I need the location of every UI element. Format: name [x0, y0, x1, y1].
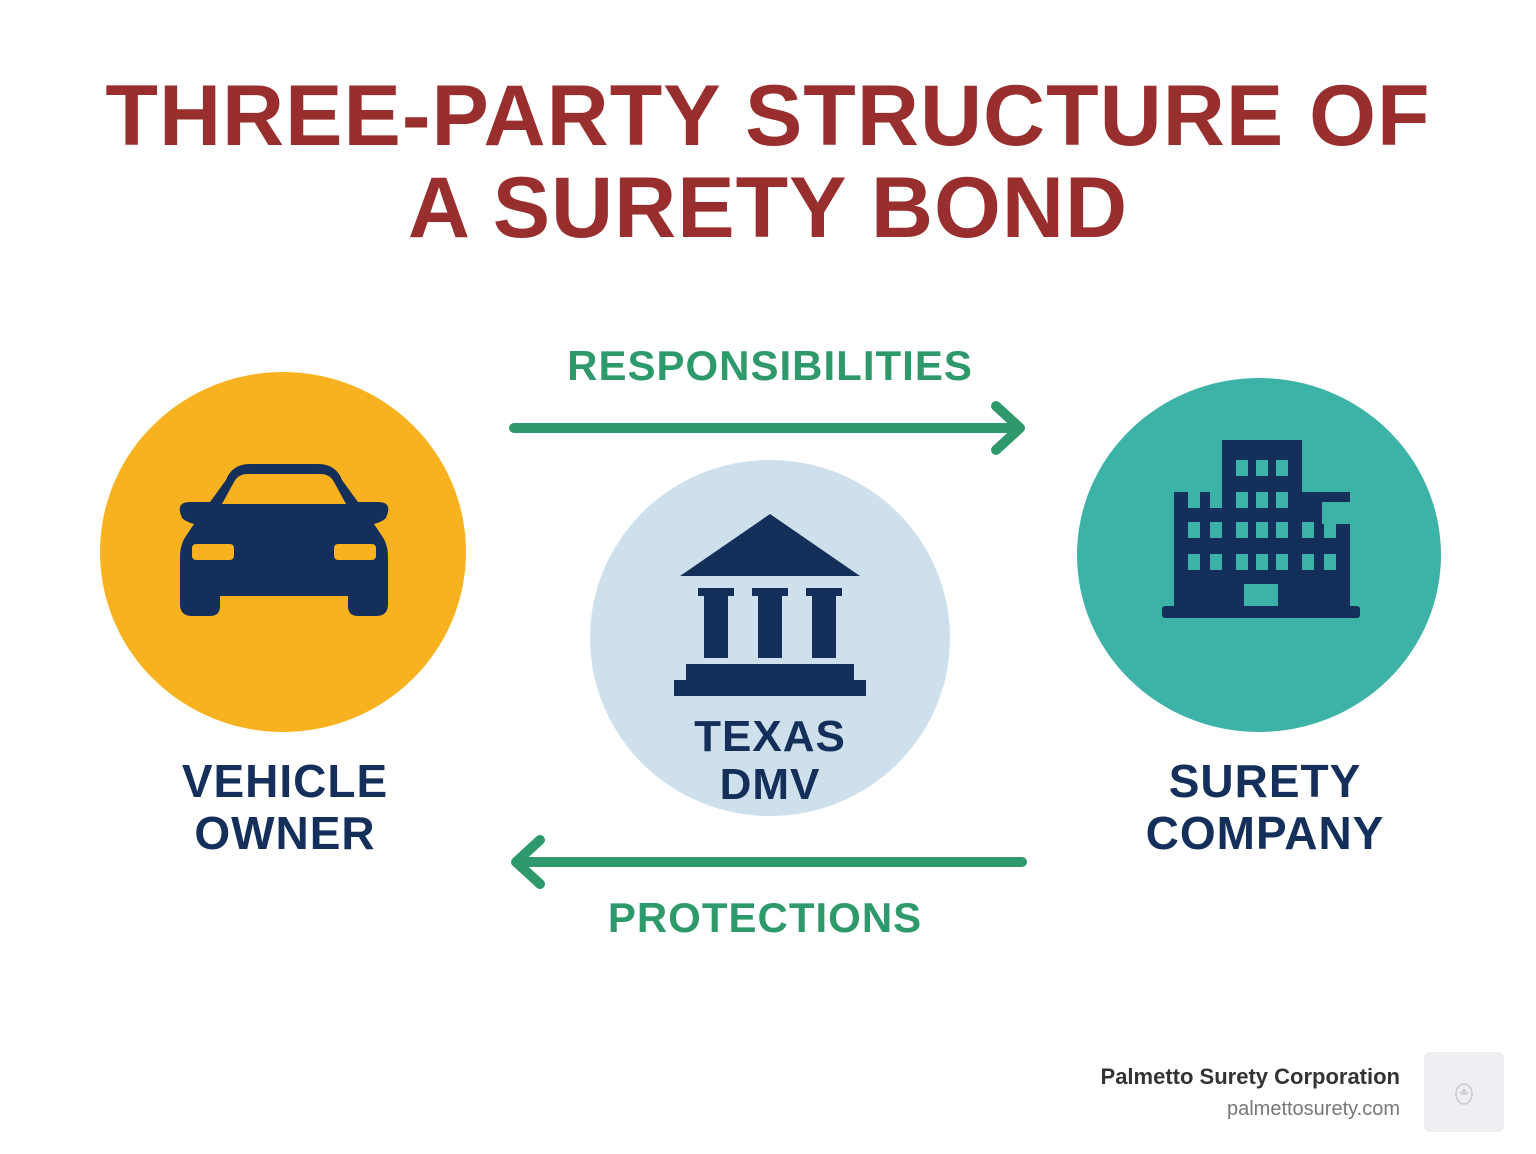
texas-dmv-label: TEXAS DMV: [640, 713, 900, 809]
texas-dmv-line-1: TEXAS: [694, 712, 846, 761]
company-url[interactable]: palmettosurety.com: [1226, 1098, 1400, 1120]
car-icon: [179, 464, 389, 616]
surety-company-label: SURETY COMPANY: [1100, 755, 1430, 859]
responsibilities-label: RESPONSIBILITIES: [567, 342, 973, 389]
government-building-icon: [674, 514, 866, 696]
protections-label: PROTECTIONS: [607, 894, 923, 941]
arrow-right-icon: [509, 401, 1025, 455]
vehicle-owner-label: VEHICLE OWNER: [120, 755, 450, 859]
vehicle-owner-line-2: OWNER: [194, 807, 376, 859]
office-building-icon: [1162, 440, 1360, 618]
vehicle-owner-line-1: VEHICLE: [181, 755, 389, 807]
diagram-title: THREE-PARTY STRUCTURE OF A SURETY BOND: [0, 70, 1536, 254]
arrow-left-icon: [511, 835, 1027, 889]
surety-company-line-2: COMPANY: [1145, 807, 1385, 859]
company-name: Palmetto Surety Corporation: [1100, 1064, 1400, 1089]
surety-company-line-1: SURETY: [1168, 755, 1362, 807]
title-line-1: THREE-PARTY STRUCTURE OF: [105, 68, 1431, 164]
company-logo-icon: [1424, 1052, 1504, 1132]
texas-dmv-line-2: DMV: [719, 760, 821, 809]
title-line-2: A SURETY BOND: [407, 160, 1129, 256]
